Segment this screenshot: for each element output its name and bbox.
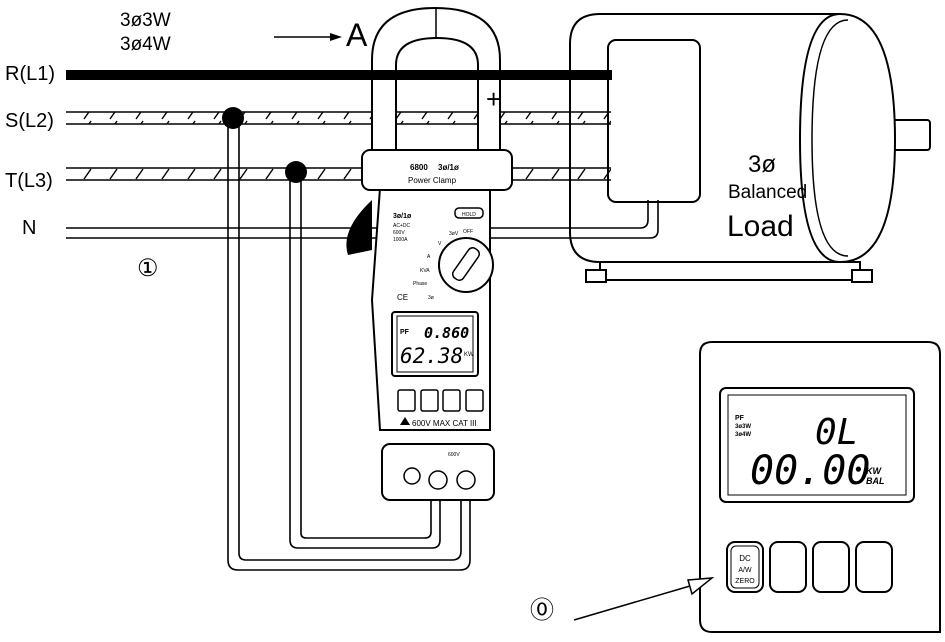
clamp-jaw (371, 6, 501, 151)
zoomed-button-3[interactable] (812, 541, 850, 593)
zoomed-lcd-top: 0L (815, 412, 858, 453)
zoomed-lcd (719, 387, 915, 503)
load-symbol: 3ø (748, 151, 776, 178)
probe-contact-t (285, 161, 307, 183)
dial-label-3pv: 3øV (449, 231, 459, 237)
clamp-triangle-icon (400, 417, 410, 425)
clamp-side-text-3: 1000A (393, 237, 408, 243)
jack-com[interactable] (403, 467, 421, 485)
ce-mark: CE (397, 293, 408, 302)
line-label-t: T(L3) (5, 170, 53, 192)
zoomed-lcd-main: 00.00 (750, 448, 870, 494)
zoomed-meter-panel: PF 3ø3W 3ø4W 0L 00.00 KW BAL DC A/W ZERO (699, 341, 941, 633)
zoomed-button-label-3: ZERO (735, 578, 755, 585)
clamp-button-hold[interactable] (465, 389, 484, 412)
lcd-power-unit: KW (464, 352, 474, 358)
load-line-1: Balanced (728, 182, 807, 203)
marker-0: ⓪ (530, 597, 554, 624)
clamp-polarity-plus: + (486, 84, 501, 114)
clamp-side-text-2: 600V (393, 230, 405, 236)
zoomed-lcd-3p3w: 3ø3W (735, 424, 751, 430)
dial-label-a: A (427, 254, 431, 260)
dial-label-off: OFF (463, 229, 473, 235)
zoomed-button-label-1: DC (739, 554, 751, 563)
clamp-button-zero[interactable] (397, 389, 416, 412)
load-line-2: Load (727, 210, 794, 243)
line-n-wire (66, 200, 659, 239)
clamp-button-3p[interactable] (442, 389, 461, 412)
clamp-rating: 600V MAX CAT III (412, 419, 477, 428)
jack-voltage-1[interactable] (428, 470, 448, 490)
clamp-side-phase: 3ø/1ø (393, 213, 412, 220)
dial-label-kva: KVA (420, 268, 430, 274)
clamp-head (361, 149, 513, 191)
line-s-wire (66, 111, 611, 125)
marker-1: ① (137, 255, 159, 282)
lcd-pf-label: PF (400, 329, 410, 336)
pointer-arrow (573, 577, 715, 621)
zoomed-button-label-2: A/W (738, 567, 752, 574)
jack-voltage-2[interactable] (456, 470, 476, 490)
zoomed-button-2[interactable] (769, 541, 807, 593)
lcd-pf-value: 0.860 (424, 324, 469, 342)
system-label-3p3w: 3ø3W (120, 10, 171, 31)
zoomed-button-dc-aw-zero[interactable] (726, 541, 764, 593)
zoomed-lcd-3p4w: 3ø4W (735, 432, 751, 438)
zoomed-lcd-unit-bal: BAL (866, 476, 885, 486)
probe-contact-s (222, 107, 244, 129)
lcd-power-value: 62.38 (400, 344, 463, 368)
line-label-s: S(L2) (5, 110, 54, 132)
hold-button-label: HOLD (462, 212, 476, 218)
dial-label-v: V (438, 241, 442, 247)
jack-label: 600V (448, 452, 460, 458)
zoomed-button-4[interactable] (855, 541, 893, 593)
line-label-r: R(L1) (5, 63, 55, 85)
line-t-wire (66, 167, 611, 181)
system-label-3p4w: 3ø4W (120, 34, 171, 55)
clamp-model: 6800 (410, 163, 428, 172)
zoomed-lcd-unit-kw: KW (866, 466, 882, 476)
clamp-phase: 3ø/1ø (438, 163, 459, 172)
clamp-name: Power Clamp (408, 176, 457, 185)
current-direction-arrow (274, 33, 342, 41)
clamp-meter: + 6800 3ø/1ø Power Clamp HOLD 3ø/1ø AC+D… (346, 6, 513, 501)
line-label-n: N (22, 217, 36, 239)
dial-label-phase: Phase (413, 281, 427, 287)
probe-leads (227, 118, 471, 571)
clamp-lcd (391, 311, 479, 377)
zoomed-lcd-pf: PF (735, 415, 745, 422)
hold-button[interactable] (454, 207, 484, 219)
clamp-button-row (397, 389, 484, 412)
clamp-button-rec[interactable] (420, 389, 439, 412)
dial-label-3p: 3ø (428, 295, 434, 301)
clamp-side-text-1: AC+DC (393, 223, 410, 229)
current-label: A (346, 17, 368, 53)
